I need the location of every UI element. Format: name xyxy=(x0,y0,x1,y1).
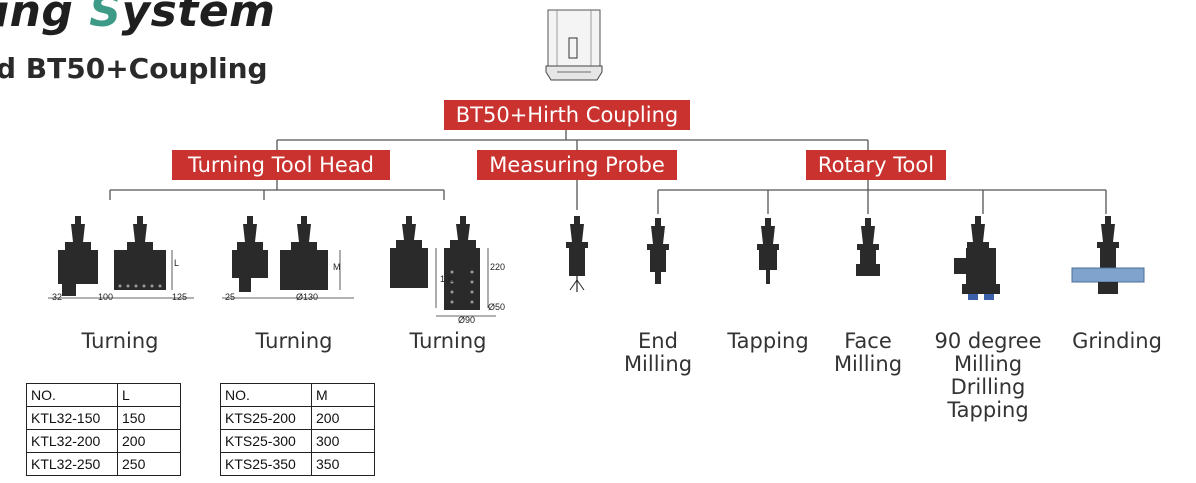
table-cell: 200 xyxy=(311,406,375,430)
spindle-icon xyxy=(545,9,603,81)
table-cell: KTS25-350 xyxy=(220,452,312,476)
spec-table-kts: NO. M KTS25-200 200 KTS25-300 300 KTS25-… xyxy=(220,383,375,476)
turning-head-icon xyxy=(222,216,354,299)
dim-label: L xyxy=(174,258,180,268)
table-cell: KTS25-300 xyxy=(220,429,312,453)
turning-label: Turning xyxy=(81,329,159,353)
grinding-holder-icon xyxy=(1071,216,1145,294)
table-cell: KTL32-250 xyxy=(26,452,118,476)
table-cell: 350 xyxy=(311,452,375,476)
table-header-cell: NO. xyxy=(220,383,312,407)
tapping-holder-icon xyxy=(757,218,779,284)
measuring-probe-icon xyxy=(566,216,588,292)
dim-label: Ø130 xyxy=(296,292,319,302)
table-row: KTS25-350 350 xyxy=(220,452,375,476)
table-cell: 250 xyxy=(117,452,181,476)
grinding-label: Grinding xyxy=(1072,329,1162,353)
category-rotary: Rotary Tool xyxy=(806,150,946,180)
table-cell: 200 xyxy=(117,429,181,453)
dim-label: 220 xyxy=(490,262,506,272)
table-row: KTL32-200 200 xyxy=(26,429,181,453)
table-cell: 150 xyxy=(117,406,181,430)
tapping-label: Tapping xyxy=(727,329,809,353)
dim-label: 32 xyxy=(52,292,63,302)
face-mill-holder-icon xyxy=(856,218,880,276)
dim-label: 25 xyxy=(225,292,236,302)
end-mill-holder-icon xyxy=(647,218,669,284)
table-cell: KTS25-200 xyxy=(220,406,312,430)
turning-head-icon xyxy=(48,216,194,299)
table-row: KTS25-300 300 xyxy=(220,429,375,453)
dim-label: Ø50 xyxy=(488,302,506,312)
dim-label: 130 xyxy=(440,274,456,284)
table-header-cell: NO. xyxy=(26,383,118,407)
table-header-cell: L xyxy=(117,383,181,407)
table-cell: KTL32-200 xyxy=(26,429,118,453)
page-subtitle: d BT50+Coupling xyxy=(0,52,268,85)
root-label: BT50+Hirth Coupling xyxy=(444,100,690,130)
table-row: KTS25-200 200 xyxy=(220,406,375,430)
category-probe: Measuring Probe xyxy=(477,150,677,180)
table-header-cell: M xyxy=(311,383,375,407)
category-turning: Turning Tool Head xyxy=(172,150,390,180)
turning-head-icon xyxy=(390,216,496,317)
dim-label: M xyxy=(333,262,341,272)
table-cell: 300 xyxy=(311,429,375,453)
dim-label: Ø90 xyxy=(458,315,476,325)
turning-label: Turning xyxy=(409,329,487,353)
table-row: KTL32-250 250 xyxy=(26,452,181,476)
table-row: NO. M xyxy=(220,383,375,407)
table-cell: KTL32-150 xyxy=(26,406,118,430)
dim-label: 100 xyxy=(98,292,114,302)
angle-head-icon xyxy=(954,216,1000,300)
table-row: NO. L xyxy=(26,383,181,407)
spec-table-ktl: NO. L KTL32-150 150 KTL32-200 200 KTL32-… xyxy=(26,383,181,476)
page-title: ing System xyxy=(0,0,276,37)
turning-label: Turning xyxy=(255,329,333,353)
dim-label: 125 xyxy=(172,292,188,302)
table-row: KTL32-150 150 xyxy=(26,406,181,430)
